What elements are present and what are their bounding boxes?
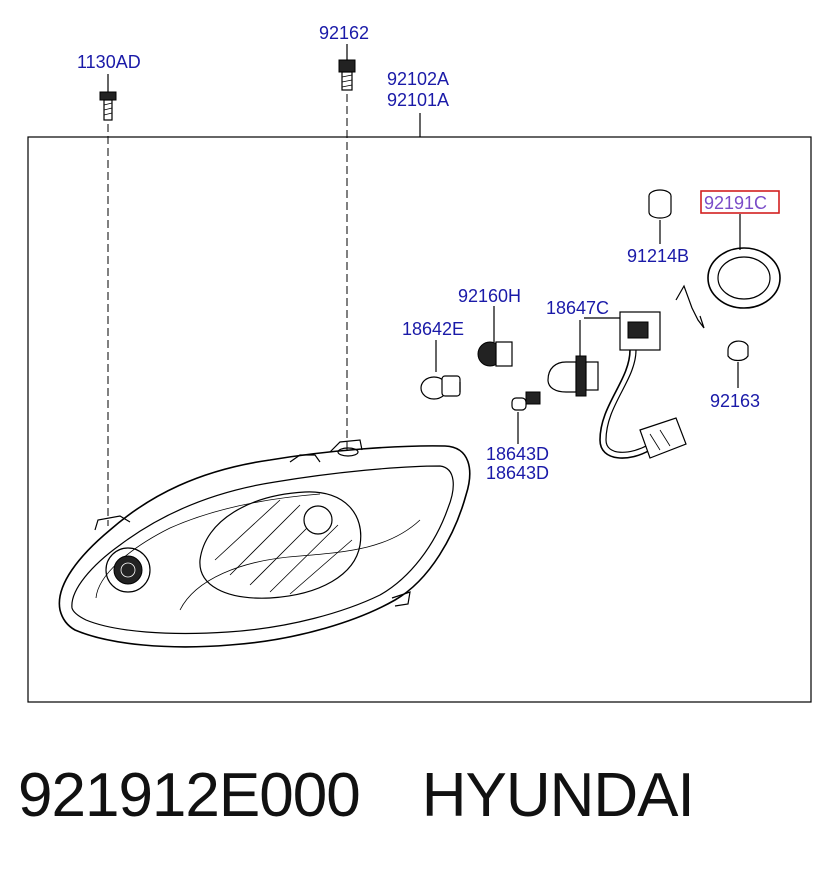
label-92191c: 92191C: [704, 193, 767, 213]
label-92102a: 92102A: [387, 69, 449, 89]
bulb-18647c: [547, 320, 599, 397]
label-18642e: 18642E: [402, 319, 464, 339]
label-92162: 92162: [319, 23, 369, 43]
caption: 921912E000 HYUNDAI: [18, 760, 695, 831]
label-91214b: 91214B: [627, 246, 689, 266]
bolt-1130ad: [99, 74, 117, 121]
label-92160h: 92160H: [458, 286, 521, 306]
highlight-box: [700, 190, 780, 214]
headlamp-housing: [58, 439, 471, 648]
label-92163: 92163: [710, 391, 760, 411]
label-18647c: 18647C: [546, 298, 609, 318]
assembly-frame: [27, 136, 812, 703]
caption-brand: HYUNDAI: [421, 761, 695, 830]
wedge-bulb-18643d: [511, 391, 541, 444]
label-18643d-a: 18643D: [486, 444, 549, 464]
label-1130ad: 1130AD: [77, 52, 141, 72]
label-18643d-b: 18643D: [486, 463, 549, 483]
screw-92162: [338, 44, 356, 91]
cap-91214b: [648, 189, 672, 244]
label-92101a: 92101A: [387, 90, 449, 110]
ring-92191c: [707, 214, 781, 309]
clip-92163: [727, 340, 749, 388]
wiring-harness: [584, 311, 687, 459]
bulb-18642e: [420, 340, 461, 400]
caption-part-number: 921912E000: [18, 761, 361, 830]
spring-clip: [675, 284, 705, 329]
bulb-holder-92160h: [477, 306, 513, 367]
